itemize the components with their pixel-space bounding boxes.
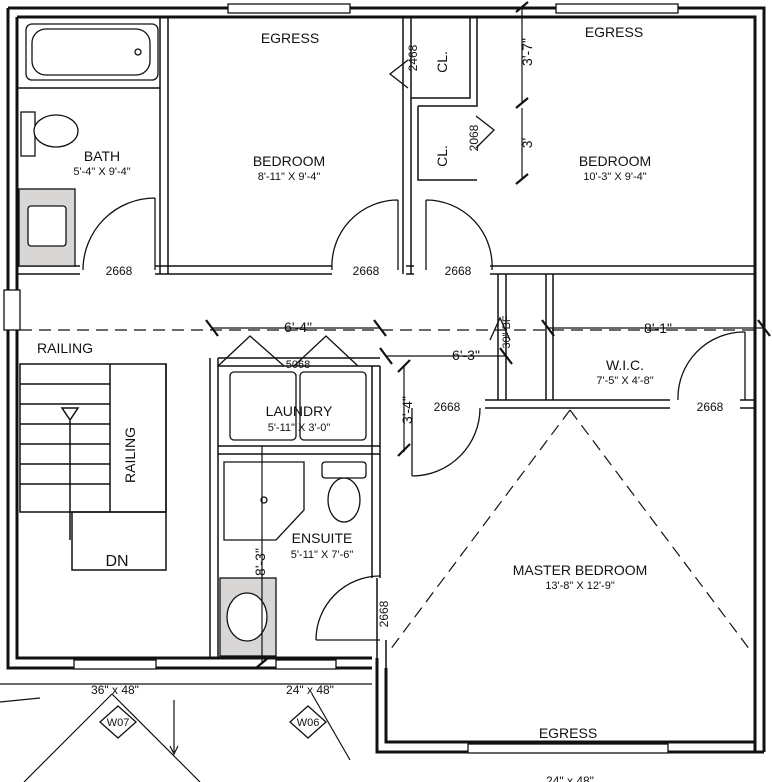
window-w07 (73, 659, 157, 670)
room-labels: BATH 5'-4" X 9'-4" EGRESS BEDROOM 8'-11"… (73, 24, 653, 741)
railing-side-label: RAILING (122, 427, 138, 483)
dashed-lines (20, 329, 755, 651)
stairs (19, 363, 167, 571)
exterior-walls (6, 6, 766, 754)
interior-walls (17, 17, 755, 668)
closet-left-door (388, 59, 409, 89)
bedroom-right-size: 10'-3" X 9'-4" (583, 171, 646, 183)
wic-door (677, 331, 746, 401)
bedroom-left-name: BEDROOM (253, 153, 325, 169)
window-master (467, 743, 669, 754)
door-tag-closet-left: 2468 (406, 44, 420, 71)
dim-closet-depth: 3' (519, 138, 535, 148)
doors (82, 59, 746, 641)
dim-wic-width: 8'-1" (644, 320, 672, 336)
door-tag-bedroom-left: 2668 (353, 264, 380, 278)
ensuite-door (315, 575, 381, 641)
ensuite-toilet-tank (321, 461, 367, 479)
bath-size: 5'-4" X 9'-4" (73, 166, 130, 178)
window-bedroom-left (227, 3, 351, 14)
window-w07-size: 36" x 48" (91, 683, 139, 697)
bedroom-left-size: 8'-11" X 9'-4" (258, 171, 321, 183)
stair-direction-label: DN (105, 553, 128, 570)
master-size: 13'-8" X 12'-9" (545, 580, 615, 592)
door-tag-wic: 2668 (697, 400, 724, 414)
tag-w07-diamond (99, 705, 137, 739)
closet-right-door (475, 115, 495, 149)
closet-left-label: CL. (434, 51, 450, 73)
dimension-lines (205, 1, 771, 669)
laundry-name: LAUNDRY (266, 403, 333, 419)
bedroom-right-door (425, 199, 493, 271)
window-w06-tag: W06 (297, 717, 320, 729)
dim-hall-width: 6'-3" (452, 347, 480, 363)
laundry-size: 5'-11" X 3'-0" (268, 422, 331, 434)
bedroom-left-door (331, 199, 399, 271)
railing-top-label: RAILING (37, 340, 93, 356)
closet-right-label: CL. (434, 145, 450, 167)
door-tag-laundry: 5068 (286, 359, 310, 371)
door-tag-bedroom-right: 2668 (445, 264, 472, 278)
bath-name: BATH (84, 148, 120, 164)
door-tag-hall: 2668 (434, 400, 461, 414)
ensuite-size: 5'-11" X 7'-6" (291, 549, 354, 561)
window-labels: 36" x 48" W07 24" x 48" W06 24" x 48" (91, 683, 594, 782)
dim-laundry-width: 6'-4" (284, 319, 312, 335)
door-tag-master: 2668 (377, 600, 391, 627)
washer (229, 371, 297, 441)
window-w06 (275, 659, 337, 670)
wic-name: W.I.C. (606, 357, 644, 373)
ensuite-name: ENSUITE (292, 530, 353, 546)
dim-closet-height: 3'-7" (519, 38, 535, 66)
bedroom-right-name: BEDROOM (579, 153, 651, 169)
window-bottom-size: 24" x 48" (546, 774, 594, 782)
toilet (33, 114, 79, 148)
ensuite-toilet (327, 477, 361, 523)
door-tags: 2668 2668 2668 2468 2068 5068 2668 2668 … (106, 44, 724, 627)
wic-size: 7'-5" X 4'-8" (596, 375, 653, 387)
window-w07-tag: W07 (107, 717, 130, 729)
window-hall (3, 289, 21, 331)
dimension-labels: 6'-4" 6'-3" 8'-1" 3'-7" 3' 3'-4" 8'-3" 3… (252, 38, 672, 576)
bulkhead-door (489, 316, 511, 341)
bath-fixtures (18, 23, 159, 267)
bedroom-right-egress: EGRESS (585, 24, 643, 40)
exterior-annotations (0, 683, 372, 782)
ensuite-fixtures (219, 461, 367, 657)
bath-door (82, 197, 156, 271)
bedroom-left-egress: EGRESS (261, 30, 319, 46)
windows (3, 3, 679, 754)
window-w06-size: 24" x 48" (286, 683, 334, 697)
tag-w06-diamond (289, 705, 327, 739)
window-bedroom-right (555, 3, 679, 14)
dim-bulkhead: 30" BF (501, 315, 513, 349)
dryer (299, 371, 367, 441)
laundry-fixtures (217, 335, 367, 441)
dim-ensuite-vanity: 8'-3" (252, 548, 268, 576)
door-tag-closet-right: 2068 (467, 124, 481, 151)
hall-door (411, 407, 481, 477)
stair-labels: RAILING RAILING DN (37, 340, 138, 570)
door-tag-bath: 2668 (106, 264, 133, 278)
master-egress: EGRESS (539, 725, 597, 741)
master-name: MASTER BEDROOM (513, 562, 648, 578)
dim-hall-depth: 3'-4" (399, 396, 415, 424)
toilet-tank (20, 111, 36, 157)
